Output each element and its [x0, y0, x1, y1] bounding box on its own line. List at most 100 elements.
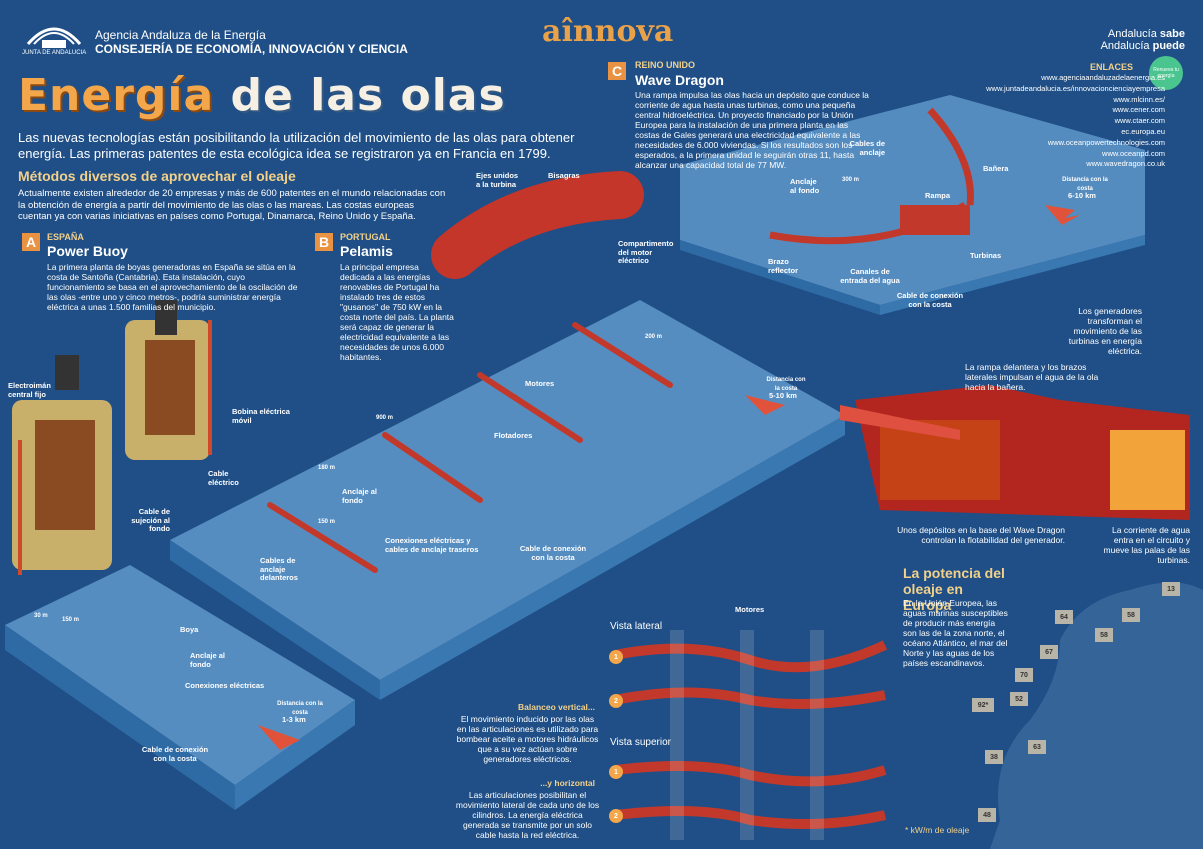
section-a-title: Power Buoy — [47, 243, 128, 259]
label-flotadores: Flotadores — [494, 431, 533, 440]
link-item[interactable]: www.juntadeandalucia.es/innovacioncienci… — [986, 83, 1165, 93]
horizontal-text: Las articulaciones posibilitan el movimi… — [455, 790, 600, 840]
section-b-letter: B — [315, 233, 333, 251]
label-cable-conexion-b: Cable de conexión con la costa — [519, 544, 587, 562]
europe-marker: 58 — [1122, 608, 1140, 622]
renueva-badge: Renueva tu energía — [1149, 56, 1183, 90]
europe-marker: 13 — [1162, 582, 1180, 596]
label-cable-sujecion: Cable de sujeción al fondo — [131, 507, 170, 533]
title-part1: Energía — [18, 70, 215, 121]
label-cables-anclaje-c: Cables de anclaje — [849, 139, 885, 157]
europe-marker: 52 — [1010, 692, 1028, 706]
vertical-text: El movimiento inducido por las olas en l… — [456, 714, 599, 764]
methods-text: Actualmente existen alrededor de 20 empr… — [18, 188, 446, 222]
junta-logo — [26, 27, 82, 48]
europe-marker: 58 — [1095, 628, 1113, 642]
brand-logo: aînnova — [542, 14, 674, 49]
note-rampa: La rampa delantera y los brazos laterale… — [965, 362, 1099, 392]
step-2-superior: 2 — [609, 809, 623, 823]
label-motores: Motores — [525, 379, 555, 388]
label-bisagras: Bisagras — [548, 171, 580, 180]
note-corriente: La corriente de agua entra en el circuit… — [1103, 525, 1190, 565]
europe-marker: 64 — [1055, 610, 1073, 624]
step-1-superior: 1 — [609, 765, 623, 779]
step-2-lateral: 2 — [609, 694, 623, 708]
label-dim-180: 180 m — [318, 465, 336, 471]
agency-name: Agencia Andaluza de la Energía — [95, 28, 266, 42]
label-bobina: Bobina eléctrica móvil — [232, 407, 290, 425]
europe-text: En la Unión Europea, las aguas marinas s… — [903, 598, 1008, 668]
legend-star-icon: * — [905, 825, 911, 835]
europe-marker: 38 — [985, 750, 1003, 764]
europe-marker: 63 — [1028, 740, 1046, 754]
links-list: www.agenciaandaluzadelaenergia.es www.ju… — [965, 73, 1165, 170]
label-electroiman: Electroimán central fijo — [8, 381, 51, 399]
note-depositos: Unos depósitos en la base del Wave Drago… — [897, 525, 1065, 545]
section-c-letter: C — [608, 62, 626, 80]
horizontal-heading: ...y horizontal — [540, 778, 595, 788]
page-title: Energía de las olas — [18, 70, 506, 121]
note-generadores: Los generadores transforman el movimient… — [1068, 306, 1142, 356]
label-anclaje-fondo-b: Anclaje al fondo — [342, 487, 378, 505]
label-conexiones-a: Conexiones eléctricas — [185, 681, 265, 690]
label-brazo: Brazo reflector — [768, 257, 799, 275]
europe-legend: * kW/m de oleaje — [905, 825, 970, 835]
link-item[interactable]: www.mlcinn.es/ — [1113, 94, 1165, 104]
label-dim-300: 300 m — [842, 177, 860, 183]
junta-logo-text: JUNTA DE ANDALUCIA — [22, 50, 87, 56]
link-item[interactable]: ec.europa.eu — [1121, 126, 1165, 136]
label-ejes: Ejes unidos a la turbina — [476, 171, 519, 189]
label-distancia-b-value: 5-10 km — [769, 391, 797, 400]
andalucia-slogan: Andalucía sabe Andalucía puede — [1100, 28, 1185, 52]
label-distancia-c: Distancia con la costa — [1062, 177, 1108, 192]
section-b-text: La principal empresa dedicada a las ener… — [340, 262, 454, 362]
label-cables-anclaje-b: Cables de anclaje delanteros — [260, 556, 298, 582]
section-a-text: La primera planta de boyas generadoras e… — [47, 262, 298, 312]
link-item[interactable]: www.cener.com — [1112, 105, 1165, 115]
label-motores-diagram: Motores — [735, 605, 765, 614]
label-dim-30: 30 m — [34, 613, 48, 619]
label-dim-200: 200 m — [645, 334, 663, 340]
europe-heading: La potencia del oleaje en Europa — [903, 565, 1005, 613]
label-compartimento: Compartimento del motor eléctrico — [618, 239, 674, 265]
link-item[interactable]: www.agenciaandaluzadelaenergia.es — [1041, 73, 1165, 82]
step-1-lateral: 1 — [609, 650, 623, 664]
label-distancia-c-value: 6-10 km — [1068, 191, 1096, 200]
ministry-name: CONSEJERÍA DE ECONOMÍA, INNOVACIÓN Y CIE… — [95, 42, 408, 56]
label-cable-conexion-a: Cable de conexión con la costa — [141, 745, 209, 763]
section-c-text: Una rampa impulsa las olas hacia un depó… — [635, 90, 869, 170]
label-conexiones-b: Conexiones eléctricas y cables de anclaj… — [385, 536, 479, 554]
label-distancia-a-value: 1-3 km — [282, 715, 306, 724]
link-item[interactable]: www.ctaer.com — [1114, 116, 1165, 126]
label-anclaje-fondo-c: Anclaje al fondo — [790, 177, 820, 195]
label-distancia-a: Distancia con la costa — [277, 701, 323, 716]
section-b-title: Pelamis — [340, 243, 393, 259]
methods-heading: Métodos diversos de aprovechar el oleaje — [18, 168, 296, 184]
section-a-country: ESPAÑA — [47, 232, 84, 242]
label-canales: Canales de entrada del agua — [840, 267, 900, 285]
label-turbinas: Turbinas — [970, 251, 1002, 260]
label-cable-conexion-c: Cable de conexión con la costa — [896, 291, 964, 309]
vertical-heading: Balanceo vertical... — [517, 702, 595, 712]
label-vista-superior: Vista superior — [610, 737, 671, 748]
label-dim-900: 900 m — [376, 415, 394, 421]
europe-marker: 92* — [972, 698, 994, 712]
europe-marker: 48 — [978, 808, 996, 822]
title-part2: de las olas — [230, 70, 506, 121]
label-cable-electrico: Cable eléctrico — [208, 469, 239, 487]
links-heading: ENLACES — [1089, 62, 1133, 72]
organization-name: Agencia Andaluza de la Energía CONSEJERÍ… — [95, 28, 408, 56]
label-vista-lateral: Vista lateral — [610, 621, 663, 632]
label-anclaje-fondo-a: Anclaje al fondo — [190, 651, 226, 669]
intro-text: Las nuevas tecnologías están posibilitan… — [18, 130, 575, 161]
europe-marker: 70 — [1015, 668, 1033, 682]
label-dim-150: 150 m — [62, 617, 80, 623]
label-distancia-b: Distancia con la costa — [766, 377, 806, 392]
section-c-title: Wave Dragon — [635, 72, 724, 88]
link-item[interactable]: www.oceanpd.com — [1102, 148, 1165, 158]
label-banera: Bañera — [983, 164, 1009, 173]
section-b-country: PORTUGAL — [340, 232, 391, 242]
link-item[interactable]: www.oceanpowertechnologies.com — [1047, 137, 1165, 147]
link-item[interactable]: www.wavedragon.co.uk — [1086, 159, 1165, 169]
